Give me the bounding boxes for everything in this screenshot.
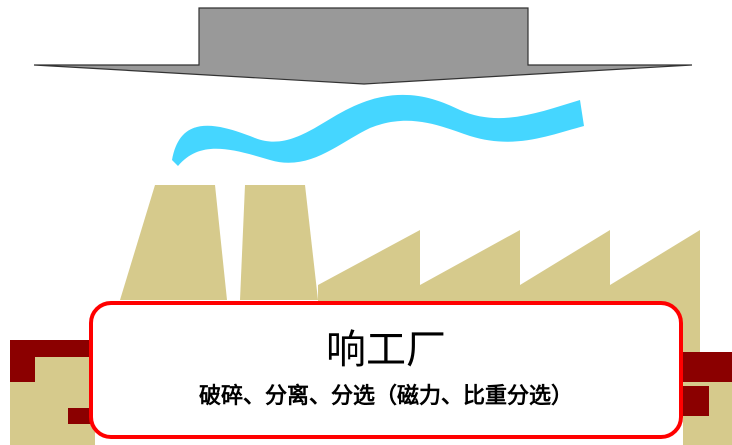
chimney-left: [120, 185, 227, 300]
ground-left-light-upper: [35, 357, 95, 382]
factory-process-description: 破碎、分离、分选（磁力、比重分选）: [198, 384, 573, 409]
down-arrow: [33, 7, 693, 85]
factory-label-box: 响工厂 破碎、分离、分选（磁力、比重分选）: [89, 301, 683, 439]
ground-right-brick: [683, 386, 709, 416]
chimney-right: [240, 185, 318, 300]
factory-title: 响工厂: [326, 327, 446, 373]
ground-left-brick: [68, 408, 95, 424]
smoke-wave: [172, 94, 584, 166]
ground-right-dark: [683, 352, 732, 382]
